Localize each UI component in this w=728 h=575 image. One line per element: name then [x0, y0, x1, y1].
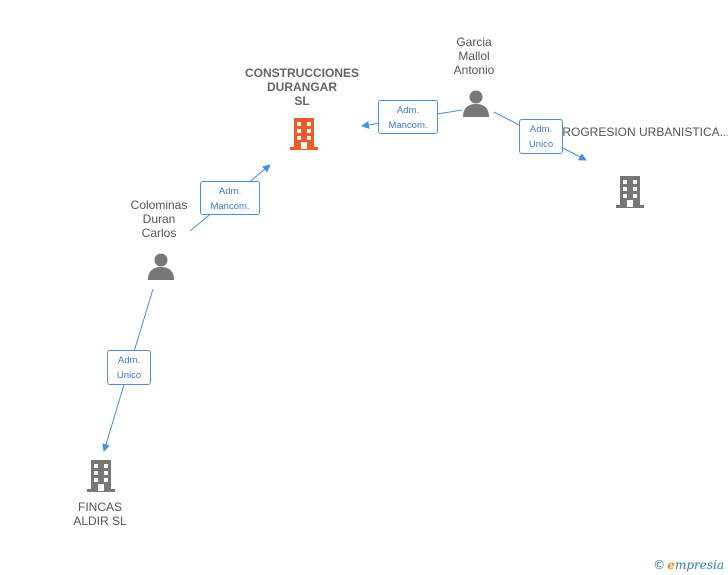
node-label-colominas-duran-carlos: Colominas Duran Carlos: [130, 198, 188, 240]
node-label-fincas-aldir: FINCAS ALDIR SL: [73, 500, 127, 528]
edge-label-adm-unico[interactable]: Adm. Unico: [107, 350, 151, 385]
person-icon[interactable]: [461, 88, 491, 118]
node-label-garcia-mallol-antonio: Garcia Mallol Antonio: [453, 35, 495, 77]
node-label-tgv-progresion-urbanistica: TGV PROGRESION URBANISTICA...: [526, 125, 728, 139]
person-icon[interactable]: [146, 251, 176, 281]
copyright-symbol: ©: [653, 558, 666, 572]
edge-label-adm-unico[interactable]: Adm. Unico: [519, 119, 563, 154]
edge-label-adm-mancom[interactable]: Adm. Mancom.: [200, 181, 260, 215]
edge-label-adm-mancom[interactable]: Adm. Mancom.: [378, 100, 438, 134]
empresia-credit[interactable]: ©empresia: [653, 558, 724, 572]
empresia-logo-letter: e: [667, 558, 675, 572]
node-label-construcciones-durangar: CONSTRUCCIONES DURANGAR SL: [244, 66, 360, 108]
building-icon[interactable]: [614, 174, 646, 210]
building-icon[interactable]: [85, 458, 117, 494]
empresia-logo-text: mpresia: [674, 558, 724, 572]
building-icon[interactable]: [288, 116, 320, 152]
